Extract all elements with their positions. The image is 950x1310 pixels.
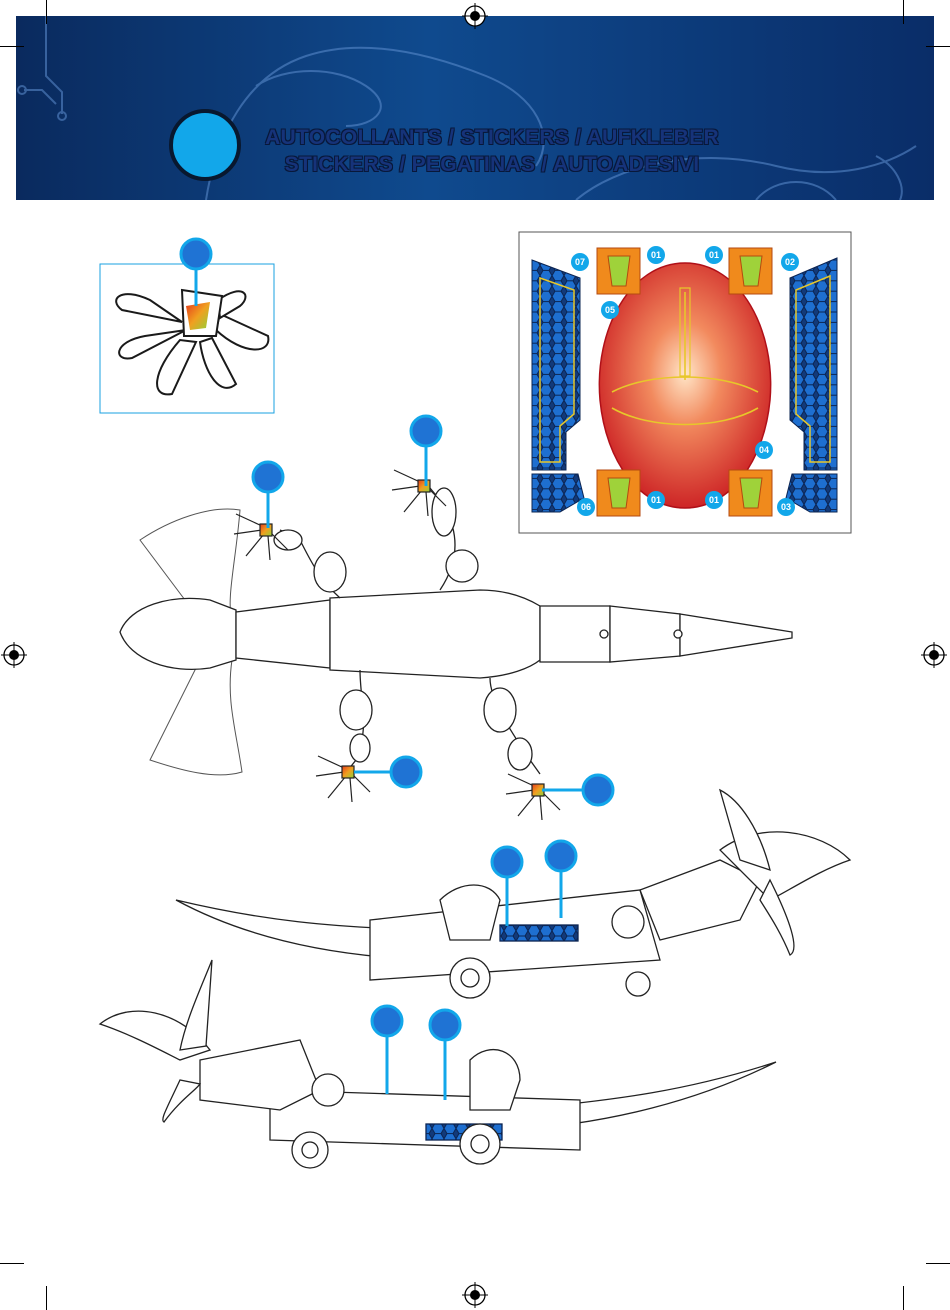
callout-pin-icon xyxy=(542,775,613,805)
callout-pin-icon xyxy=(411,416,441,486)
sticker-label-03: 03 xyxy=(781,502,791,512)
sticker-label-07: 07 xyxy=(575,257,585,267)
sticker-sheet: 07 01 01 02 05 04 06 01 01 03 xyxy=(519,232,851,533)
callout-pin-icon xyxy=(253,462,283,528)
dinosaur-side-view-right xyxy=(176,790,850,998)
sticker-label-05: 05 xyxy=(605,305,615,315)
foot-detail-panel xyxy=(100,264,274,413)
sticker-label-01: 01 xyxy=(651,250,661,260)
sticker-label-02: 02 xyxy=(785,257,795,267)
sticker-label-06: 06 xyxy=(581,502,591,512)
dinosaur-side-view-left xyxy=(100,960,776,1168)
callout-pin-icon xyxy=(372,1006,402,1094)
sticker-label-01: 01 xyxy=(709,495,719,505)
sticker-label-01: 01 xyxy=(651,495,661,505)
callout-pin-icon xyxy=(430,1010,460,1100)
sticker-label-04: 04 xyxy=(759,445,769,455)
sticker-label-01: 01 xyxy=(709,250,719,260)
